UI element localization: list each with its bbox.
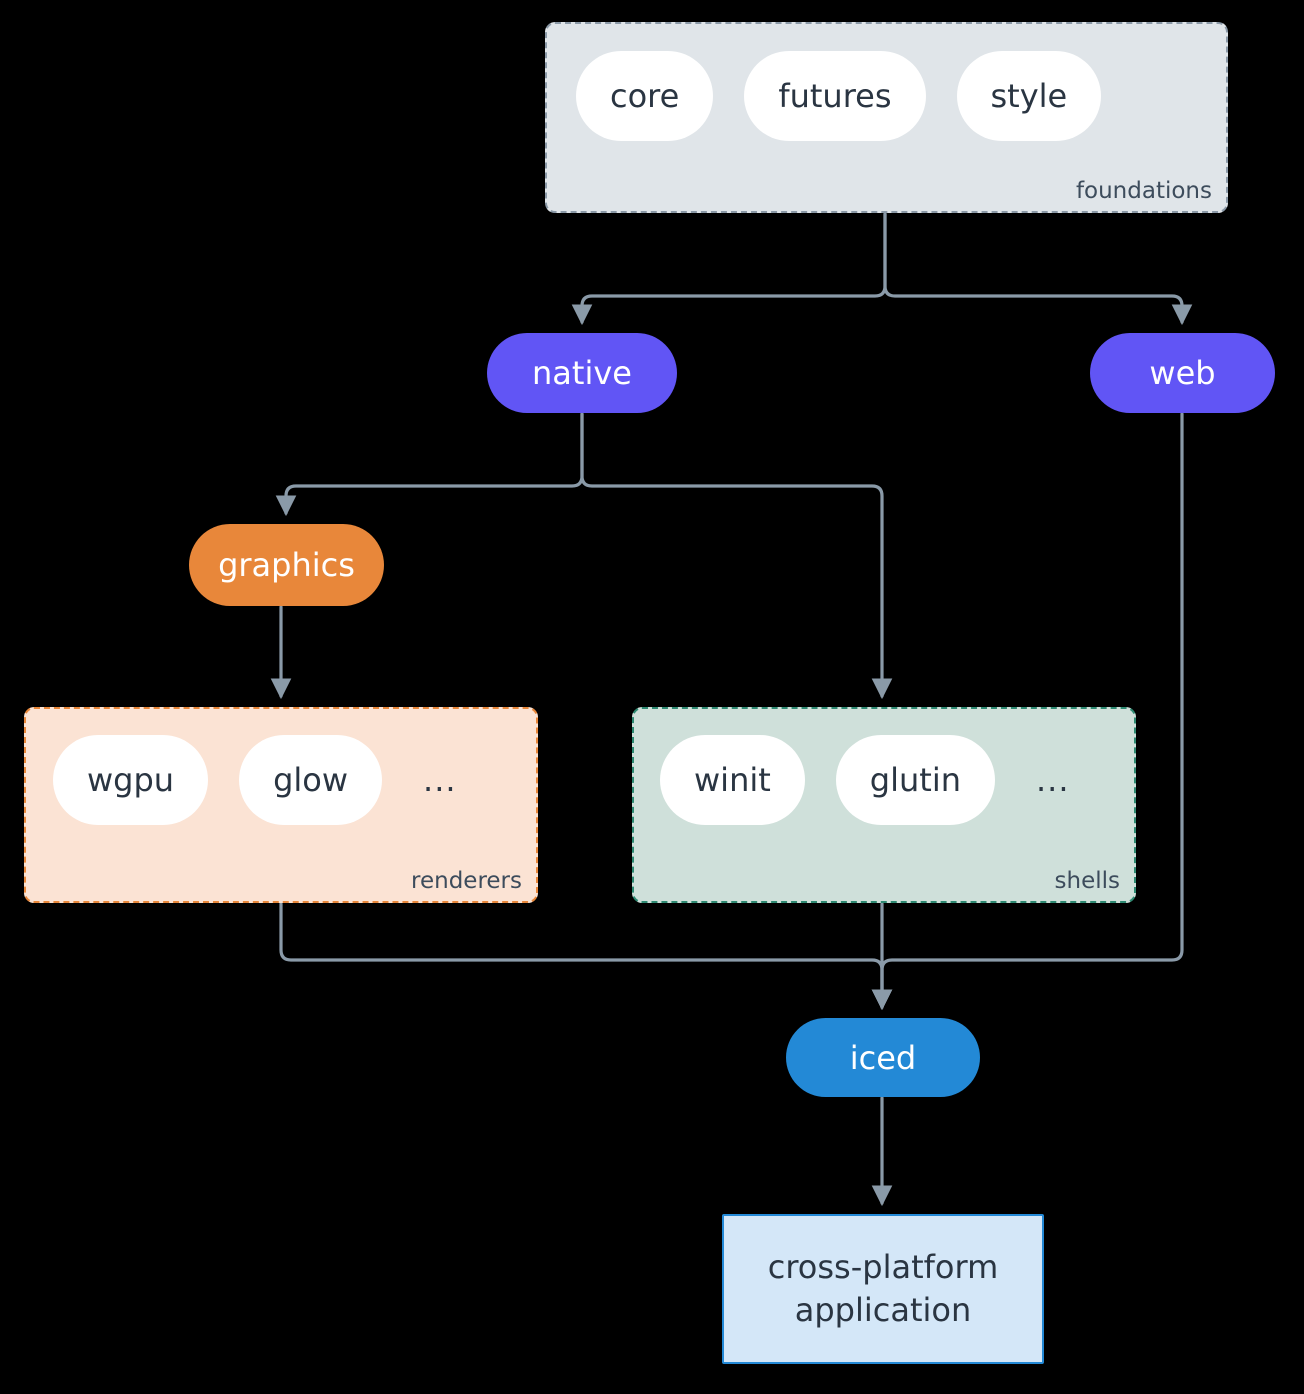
shells-pill-row: winit glutin ... <box>660 735 1080 825</box>
pill-style[interactable]: style <box>956 51 1102 141</box>
cluster-renderers: wgpu glow ... renderers <box>24 707 538 903</box>
node-graphics[interactable]: graphics <box>189 524 384 606</box>
pill-wgpu[interactable]: wgpu <box>53 735 209 825</box>
edge-foundations-native <box>571 212 887 326</box>
pill-glow[interactable]: glow <box>239 735 383 825</box>
edge-native-shells <box>580 412 893 700</box>
pill-futures[interactable]: futures <box>744 51 926 141</box>
node-iced[interactable]: iced <box>786 1018 980 1097</box>
foundations-pill-row: core futures style <box>576 51 1102 141</box>
edge-native-graphics <box>275 412 584 517</box>
cluster-shells: winit glutin ... shells <box>632 707 1136 903</box>
cluster-foundations: core futures style foundations <box>545 22 1228 213</box>
shells-overflow-ellipsis: ... <box>1035 761 1070 799</box>
node-cross-platform-application[interactable]: cross-platform application <box>722 1214 1044 1364</box>
cluster-label-foundations: foundations <box>1075 178 1212 204</box>
cluster-label-renderers: renderers <box>411 868 522 894</box>
pill-winit[interactable]: winit <box>660 735 805 825</box>
edge-foundations-web <box>883 212 1193 326</box>
pill-glutin[interactable]: glutin <box>835 735 995 825</box>
node-web[interactable]: web <box>1090 333 1275 413</box>
cluster-label-shells: shells <box>1054 868 1120 894</box>
pill-core[interactable]: core <box>576 51 714 141</box>
renderers-pill-row: wgpu glow ... <box>53 735 467 825</box>
edge-renderers-iced <box>279 902 893 1011</box>
application-label-line1: cross-platform <box>767 1247 999 1286</box>
node-native[interactable]: native <box>487 333 677 413</box>
renderers-overflow-ellipsis: ... <box>423 761 457 799</box>
application-label-line2: application <box>794 1291 972 1329</box>
